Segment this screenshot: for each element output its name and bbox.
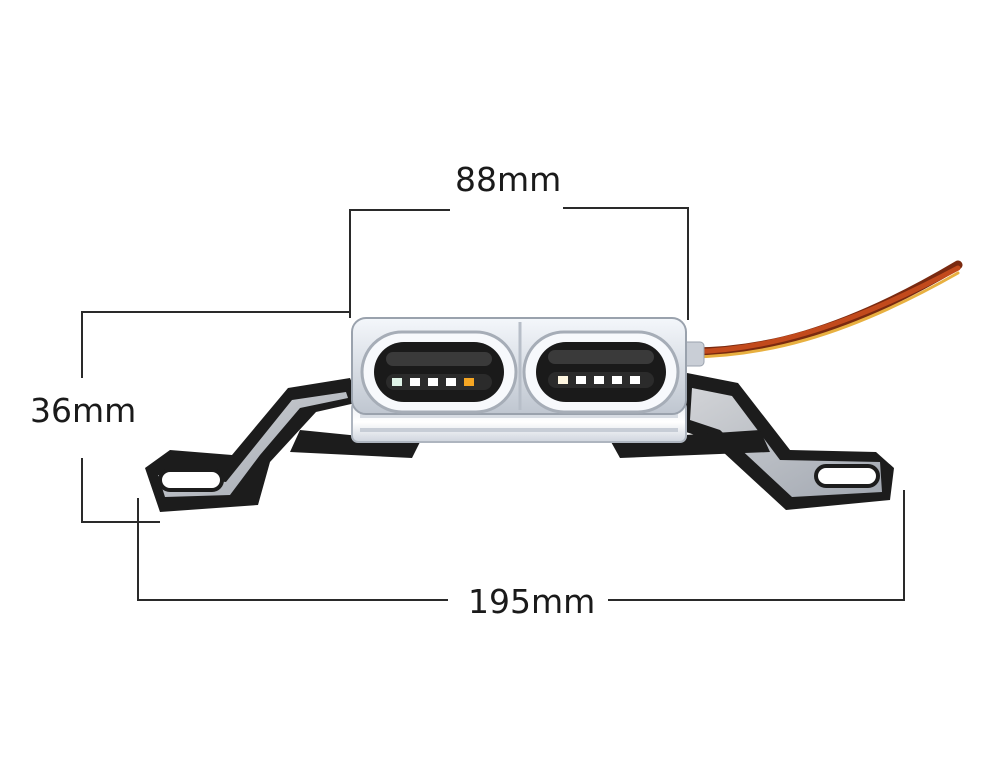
bracket-lower-bar-right <box>610 430 770 458</box>
dimension-label-88mm: 88mm <box>455 160 562 199</box>
dimension-label-195mm: 195mm <box>460 585 604 618</box>
dimension-lines <box>81 207 905 601</box>
light-housing <box>351 317 687 443</box>
dim-left-bracket <box>81 311 350 523</box>
dim-bottom-bracket <box>137 490 905 601</box>
mounting-bracket <box>145 372 894 512</box>
bracket-left-slot <box>158 468 224 492</box>
dimension-label-36mm: 36mm <box>30 391 137 430</box>
bracket-right-slot <box>814 464 880 488</box>
lens-left <box>360 330 518 414</box>
bracket-lower-bar <box>290 430 420 458</box>
dim-top-bracket <box>349 207 689 320</box>
lens-right <box>522 330 680 414</box>
wire-harness <box>679 260 963 367</box>
